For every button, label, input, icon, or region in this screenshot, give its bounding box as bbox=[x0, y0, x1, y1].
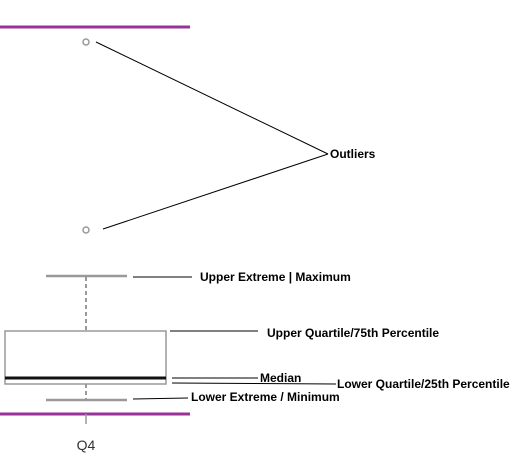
minimum-leader bbox=[132, 397, 189, 400]
maximum-label: Upper Extreme | Maximum bbox=[200, 270, 351, 284]
upper-quartile-label: Upper Quartile/75th Percentile bbox=[267, 326, 439, 340]
outlier-point-lower bbox=[82, 226, 90, 234]
lower-quartile-label: Lower Quartile/25th Percentile bbox=[337, 377, 510, 391]
outliers-label: Outliers bbox=[330, 147, 376, 161]
interquartile-box bbox=[4, 330, 167, 385]
annotation-leaders bbox=[95, 41, 337, 400]
category-label-q4: Q4 bbox=[77, 437, 96, 453]
outlier-point-upper bbox=[82, 38, 90, 46]
lower-quartile-leader bbox=[171, 382, 337, 385]
median-label: Median bbox=[260, 371, 301, 385]
outlier-leader-lower bbox=[102, 153, 329, 230]
outlier-leader-upper bbox=[95, 41, 329, 155]
minimum-label: Lower Extreme / Minimum bbox=[191, 390, 340, 404]
